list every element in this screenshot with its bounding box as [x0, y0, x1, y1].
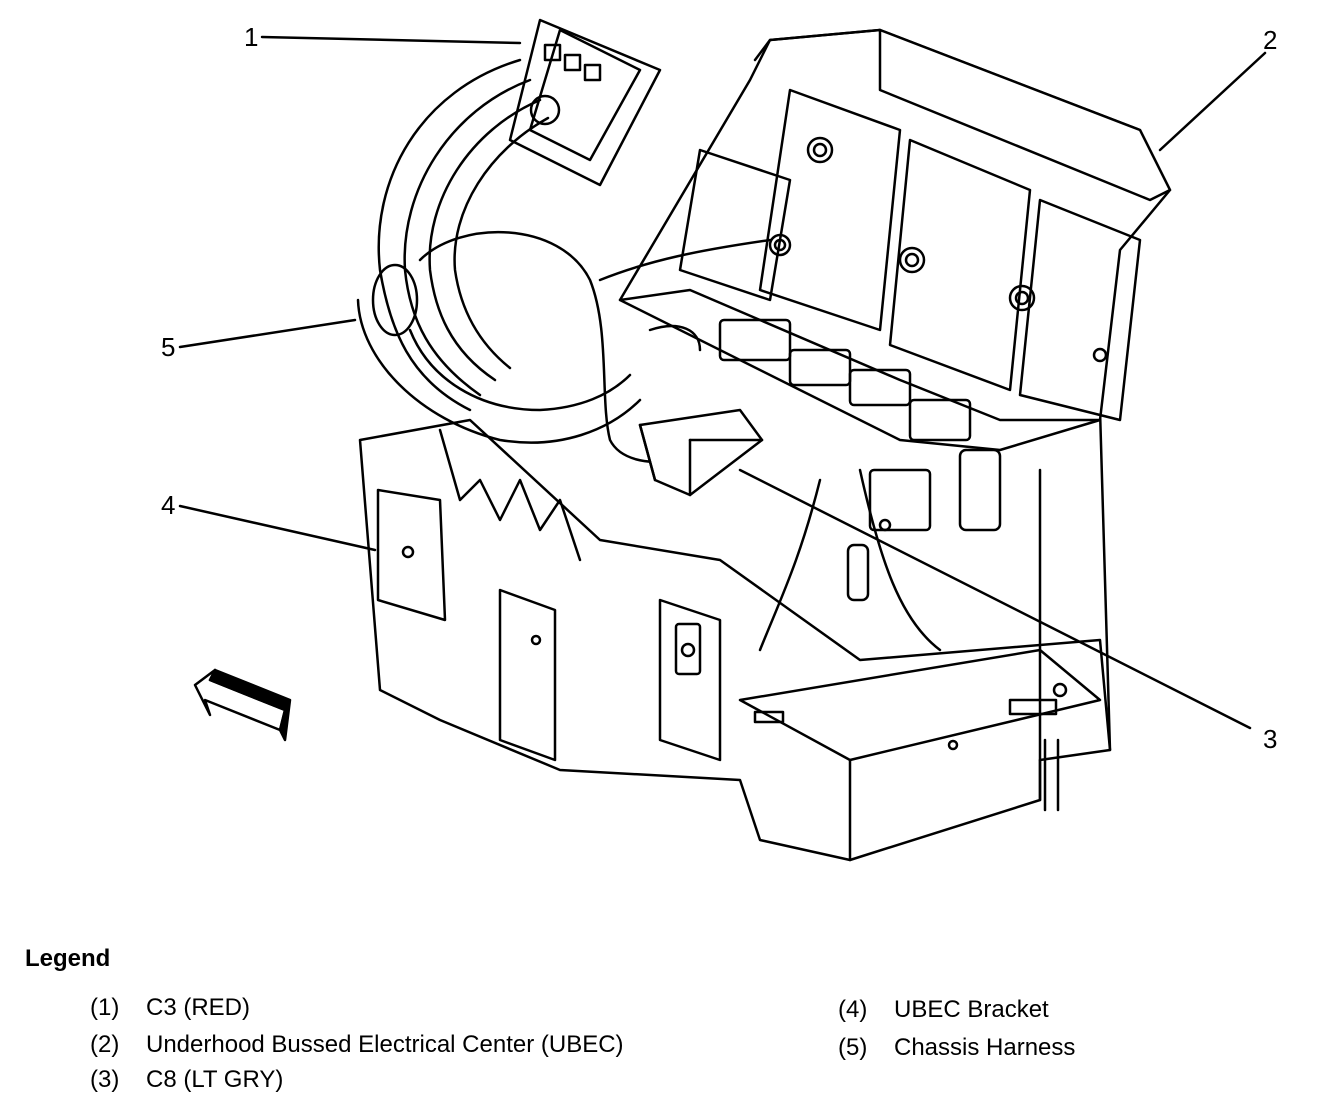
- c3-connector: [508, 18, 662, 187]
- legend-item-number: (3): [90, 1066, 120, 1093]
- leader-line-4: [178, 504, 377, 552]
- legend-item-number: (5): [838, 1034, 868, 1061]
- legend-item: (5) Chassis Harness: [838, 1034, 1075, 1062]
- leader-line-2: [1158, 51, 1267, 152]
- ubec-housing: [618, 28, 1172, 532]
- callout-2: 2: [1263, 25, 1278, 55]
- legend-item: (4) UBEC Bracket: [838, 996, 1049, 1024]
- legend-item-text: Underhood Bussed Electrical Center (UBEC…: [146, 1031, 624, 1058]
- callout-5: 5: [161, 332, 176, 362]
- legend-item-text: C8 (LT GRY): [146, 1066, 284, 1093]
- legend-item: (1) C3 (RED): [90, 994, 250, 1022]
- callout-1: 1: [244, 22, 259, 52]
- direction-arrow: [193, 668, 292, 742]
- c8-connector: [638, 408, 764, 497]
- leader-line-1: [260, 35, 522, 45]
- chassis-harness: [356, 58, 772, 464]
- component-illustration: [178, 18, 1267, 862]
- callout-3: 3: [1263, 724, 1278, 754]
- legend-item: (2) Underhood Bussed Electrical Center (U…: [90, 1031, 624, 1059]
- legend-item: (3) C8 (LT GRY): [90, 1066, 283, 1094]
- legend-item-number: (4): [838, 996, 868, 1023]
- legend-item-number: (1): [90, 994, 120, 1021]
- legend-title: Legend: [25, 945, 111, 972]
- callout-4: 4: [161, 490, 176, 520]
- ubec-bracket: [358, 408, 1112, 862]
- leader-line-5: [178, 318, 357, 349]
- legend: Legend (1) C3 (RED) (2) Underhood Bussed E…: [0, 930, 1344, 1106]
- legend-item-text: Chassis Harness: [894, 1034, 1076, 1061]
- legend-item-text: C3 (RED): [146, 994, 251, 1021]
- leader-line-3: [738, 468, 1252, 730]
- legend-item-number: (2): [90, 1031, 120, 1058]
- legend-item-text: UBEC Bracket: [894, 996, 1049, 1023]
